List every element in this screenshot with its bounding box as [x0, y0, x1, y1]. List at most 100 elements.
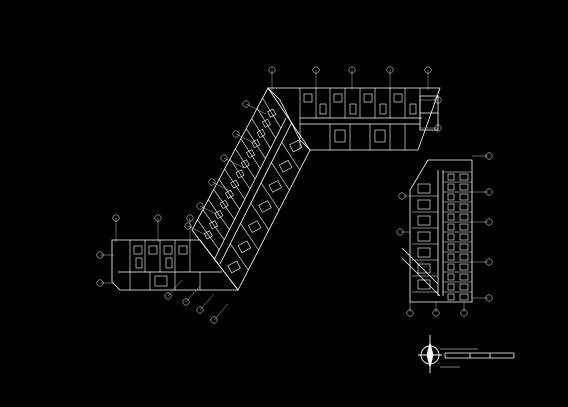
- fixture: [447, 183, 455, 191]
- grid-bubble: [242, 100, 250, 108]
- fixture: [203, 230, 213, 240]
- fixture: [417, 263, 431, 274]
- room-partition: [197, 219, 220, 251]
- fixture: [219, 199, 229, 209]
- diagonal-wing-rooms: [197, 97, 303, 274]
- fixture: [459, 183, 469, 191]
- grid-axes: [96, 66, 493, 324]
- grid-line: [213, 303, 229, 321]
- fixture: [256, 128, 266, 138]
- room-partition: [218, 179, 240, 210]
- grid-bubble: [386, 66, 394, 74]
- room-partition: [240, 223, 259, 251]
- north-wing-rooms: [299, 88, 421, 150]
- fixture: [278, 159, 293, 173]
- grid-line: [245, 103, 267, 115]
- room-partition: [281, 142, 300, 171]
- fixture: [447, 233, 455, 241]
- fixture: [459, 203, 469, 211]
- fixture: [459, 173, 469, 181]
- fixture: [459, 283, 469, 291]
- fixture: [209, 220, 219, 230]
- fixture: [459, 243, 469, 251]
- fixture: [417, 247, 431, 258]
- grid-bubble: [182, 298, 190, 306]
- fixture: [459, 253, 469, 261]
- grid-bubble: [460, 309, 468, 317]
- grid-bubble: [112, 214, 120, 222]
- room-partition: [271, 162, 290, 191]
- diagonal-wing: [191, 87, 311, 291]
- fixture: [447, 253, 455, 261]
- fixture: [459, 273, 469, 281]
- fixture: [459, 233, 469, 241]
- fixture: [447, 293, 455, 301]
- grid-bubble: [312, 66, 320, 74]
- grid-bubble: [208, 178, 216, 186]
- grid-bubble: [485, 218, 493, 226]
- fixture: [267, 108, 277, 118]
- fixture: [417, 183, 431, 194]
- grid-bubble: [196, 306, 204, 314]
- grid-bubble: [406, 309, 414, 317]
- north-wing-outline: [267, 87, 441, 151]
- grid-bubble: [485, 152, 493, 160]
- room-partition: [240, 138, 261, 169]
- east-wing: [401, 159, 473, 303]
- grid-bubble: [154, 214, 162, 222]
- fixture: [447, 243, 455, 251]
- room-partition: [224, 168, 246, 200]
- room-partition: [213, 189, 235, 220]
- grid-bubble: [186, 214, 194, 222]
- west-wing: [111, 239, 239, 291]
- north-wing-annex: [419, 95, 439, 131]
- fixture: [261, 118, 271, 128]
- grid-bubble: [268, 66, 276, 74]
- room-partition: [230, 243, 249, 271]
- grid-bubble: [96, 279, 104, 287]
- fixture: [459, 293, 469, 301]
- grid-bubble: [434, 96, 442, 104]
- grid-bubble: [210, 316, 218, 324]
- room-partition: [235, 148, 256, 180]
- grid-bubble: [164, 292, 172, 300]
- fixture: [447, 263, 455, 271]
- fixture: [235, 169, 245, 179]
- grid-bubble: [184, 222, 192, 230]
- east-wing-outline: [409, 159, 473, 303]
- grid-bubble: [485, 294, 493, 302]
- grid-bubble: [434, 124, 442, 132]
- fixture: [447, 283, 455, 291]
- grid-line: [199, 205, 221, 217]
- grid-line: [223, 157, 245, 169]
- fixture: [447, 213, 455, 221]
- room-partition: [250, 202, 270, 231]
- grid-bubble: [424, 66, 432, 74]
- fixture: [459, 223, 469, 231]
- fixture: [459, 213, 469, 221]
- east-wing-diagonal-edge: [401, 257, 441, 297]
- room-partition: [251, 118, 271, 149]
- fixture: [417, 231, 431, 242]
- scale-bar: [440, 348, 515, 368]
- grid-bubble: [432, 309, 440, 317]
- fixture: [268, 180, 282, 193]
- room-partition: [229, 158, 251, 190]
- room-partition: [262, 97, 282, 129]
- fixture: [447, 173, 455, 181]
- grid-bubble: [220, 154, 228, 162]
- room-partition: [246, 128, 266, 159]
- north-wing: [267, 87, 441, 151]
- fixture: [248, 220, 262, 233]
- grid-bubble: [485, 188, 493, 196]
- grid-bubble: [485, 258, 493, 266]
- fixture: [417, 215, 431, 226]
- north-arrow-icon: [418, 335, 442, 373]
- fixture: [224, 189, 234, 199]
- diagonal-wing-corridor: [219, 121, 293, 265]
- fixture: [240, 159, 250, 169]
- room-partition: [202, 209, 225, 240]
- grid-line: [185, 285, 201, 303]
- fixture: [459, 193, 469, 201]
